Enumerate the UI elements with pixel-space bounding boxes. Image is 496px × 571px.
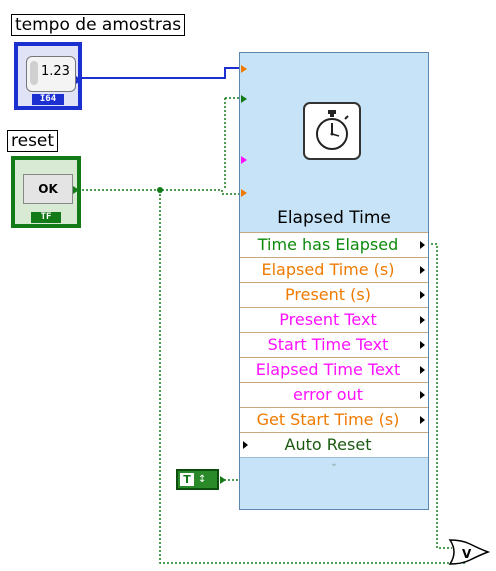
output-start-time-text[interactable]: Start Time Text bbox=[240, 332, 428, 357]
elapsed-time-express-vi[interactable]: Elapsed Time Time has Elapsed Elapsed Ti… bbox=[239, 52, 429, 510]
ok-button[interactable]: OK bbox=[23, 174, 73, 204]
output-label: error out bbox=[292, 385, 364, 404]
output-arrow-icon bbox=[420, 341, 425, 349]
output-elapsed-time-text[interactable]: Elapsed Time Text bbox=[240, 357, 428, 382]
output-elapsed-time[interactable]: Elapsed Time (s) bbox=[240, 257, 428, 282]
numeric-value: 1.23 bbox=[41, 64, 70, 79]
input-terminal-green bbox=[241, 95, 247, 103]
spin-arrows-icon bbox=[30, 61, 38, 85]
output-label: Time has Elapsed bbox=[257, 235, 399, 254]
or-function-symbol: V bbox=[462, 547, 472, 561]
input-arrow-icon bbox=[243, 441, 248, 449]
output-present-text[interactable]: Present Text bbox=[240, 307, 428, 332]
elapsed-output-wire bbox=[431, 243, 452, 549]
output-label: Elapsed Time Text bbox=[255, 360, 401, 379]
or-function-shape[interactable] bbox=[448, 539, 491, 565]
vi-title: Elapsed Time bbox=[277, 208, 391, 228]
wire-junction bbox=[157, 187, 163, 193]
numeric-display: 1.23 bbox=[26, 56, 76, 92]
output-time-has-elapsed[interactable]: Time has Elapsed bbox=[240, 232, 428, 257]
output-arrow-icon bbox=[420, 391, 425, 399]
output-present[interactable]: Present (s) bbox=[240, 282, 428, 307]
stopwatch-icon bbox=[303, 102, 361, 160]
output-label: Start Time Text bbox=[267, 335, 389, 354]
output-arrow-icon bbox=[420, 266, 425, 274]
input-terminal-magenta bbox=[241, 156, 247, 164]
input-auto-reset[interactable]: Auto Reset bbox=[240, 432, 428, 457]
output-arrow-icon bbox=[420, 366, 425, 374]
reset-label: reset bbox=[7, 130, 59, 152]
output-arrow-icon bbox=[76, 76, 82, 84]
output-list: Time has Elapsed Elapsed Time (s) Presen… bbox=[240, 232, 428, 472]
output-arrow-icon bbox=[420, 416, 425, 424]
expand-chevron-icon[interactable]: ⌄ bbox=[240, 457, 428, 472]
constant-output-arrow-icon bbox=[220, 476, 226, 484]
output-get-start-time[interactable]: Get Start Time (s) bbox=[240, 407, 428, 432]
output-label: Elapsed Time (s) bbox=[261, 260, 395, 279]
input-terminal-orange bbox=[241, 65, 247, 73]
output-label: Present Text bbox=[279, 310, 377, 329]
output-error-out[interactable]: error out bbox=[240, 382, 428, 407]
input-terminal-orange-2 bbox=[241, 189, 247, 197]
numeric-wire bbox=[82, 67, 240, 79]
sample-time-label: tempo de amostras bbox=[11, 14, 186, 36]
stopwatch-glyph bbox=[316, 110, 349, 150]
reset-terminal[interactable]: OK TF bbox=[11, 156, 81, 228]
output-arrow-icon bbox=[420, 241, 425, 249]
output-arrow-icon bbox=[420, 291, 425, 299]
constant-true-glyph: T bbox=[180, 473, 194, 486]
toggle-arrows-icon: ↕ bbox=[198, 474, 207, 485]
output-label: Get Start Time (s) bbox=[256, 410, 400, 429]
reset-wire-to-vi bbox=[82, 189, 240, 195]
sample-time-terminal[interactable]: 1.23 I64 bbox=[14, 42, 82, 110]
boolean-type-tag: TF bbox=[31, 212, 61, 223]
output-arrow-icon bbox=[73, 186, 79, 194]
true-constant[interactable]: T ↕ bbox=[176, 469, 219, 490]
output-label: Auto Reset bbox=[284, 435, 372, 454]
output-label: Present (s) bbox=[285, 285, 371, 304]
numeric-type-tag: I64 bbox=[32, 94, 64, 105]
output-arrow-icon bbox=[420, 316, 425, 324]
